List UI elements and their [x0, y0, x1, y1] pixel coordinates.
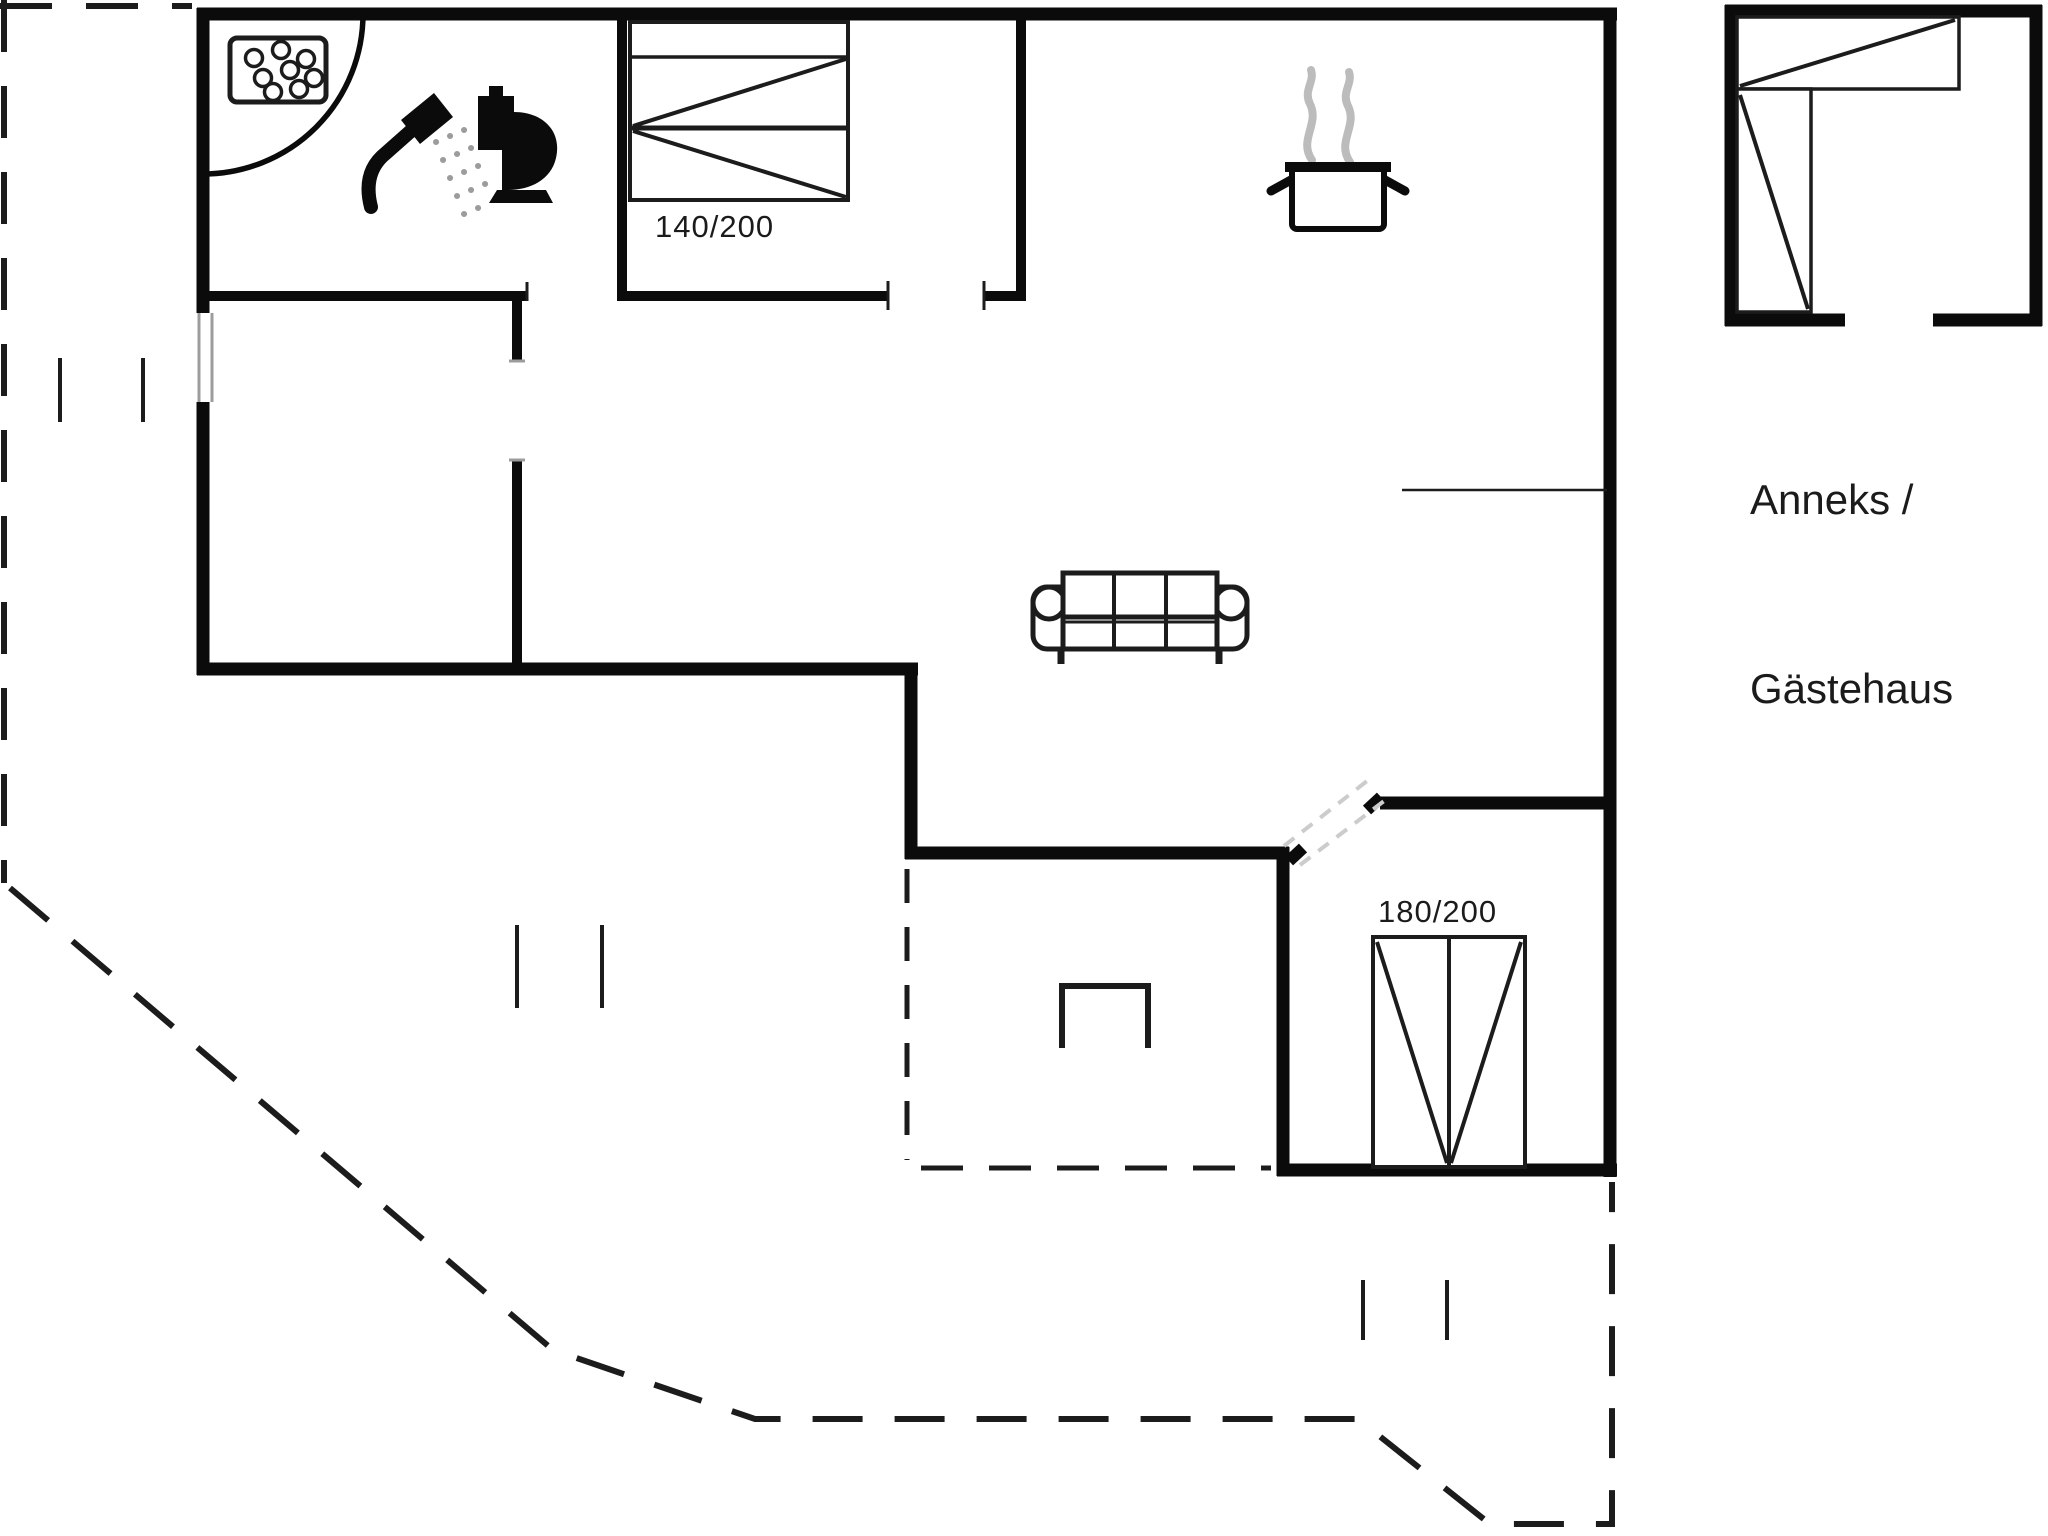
three-seat-sofa-icon — [1030, 570, 1250, 664]
steam-icon-2 — [1341, 68, 1355, 166]
double-bed-180-icon — [1371, 935, 1527, 1169]
pot-body — [1289, 164, 1387, 232]
plot-boundary-left-top — [0, 0, 192, 883]
handheld-shower-icon — [361, 93, 489, 217]
annex-bed-horizontal-icon — [1735, 15, 1961, 91]
annex-bed-vertical-icon — [1735, 87, 1813, 314]
door-swing-arc-icon — [202, 13, 366, 177]
sofa-back — [1060, 570, 1220, 620]
terrace-boundary-dashed — [904, 869, 1271, 1171]
bed-size-label-top: 140/200 — [655, 209, 775, 244]
toilet-icon — [478, 86, 558, 203]
annex-label-line1: Anneks / — [1750, 476, 1914, 523]
sofa-armrest-right — [1212, 584, 1250, 622]
annex-building — [1724, 4, 2043, 327]
steaming-pot-icon — [1266, 66, 1410, 232]
shower-spray-dots — [433, 127, 489, 217]
annex-label: Anneks / Gästehaus — [1750, 342, 1953, 846]
pot-handle-left — [1266, 175, 1296, 196]
pot-handle-right — [1380, 175, 1410, 196]
main-house-exterior-walls — [196, 7, 1617, 1177]
tick-marks-path — [58, 358, 1449, 1340]
door-jamb-ticks — [525, 281, 986, 310]
sliding-door-icon — [1282, 779, 1386, 867]
interior-walls — [197, 14, 1026, 673]
left-wall-window-lines — [197, 313, 214, 402]
annex-label-line2: Gästehaus — [1750, 665, 1954, 712]
entry-door — [202, 13, 366, 177]
interior-wall-path — [197, 14, 1026, 673]
whirlpool-tub-icon — [227, 35, 329, 105]
door-corner-bevels — [1284, 792, 1386, 866]
plot-boundary-dashed — [0, 0, 1615, 1527]
opening-tick-marks — [58, 358, 1449, 1340]
table-icon — [1059, 983, 1151, 1048]
exterior-wall-path — [196, 7, 1617, 1177]
plot-boundary-bottom — [8, 885, 1615, 1527]
bed-size-label-bottom: 180/200 — [1378, 894, 1498, 929]
windows — [197, 313, 1607, 492]
double-bed-140-icon — [628, 20, 850, 202]
bedroom-door — [1282, 779, 1386, 867]
steam-icon — [1303, 66, 1317, 164]
sofa-armrest-left — [1030, 584, 1068, 622]
annex-walls — [1724, 4, 2043, 327]
sofa-cushion-dividers — [1112, 573, 1168, 649]
interior-door-gap-caps — [509, 359, 525, 462]
